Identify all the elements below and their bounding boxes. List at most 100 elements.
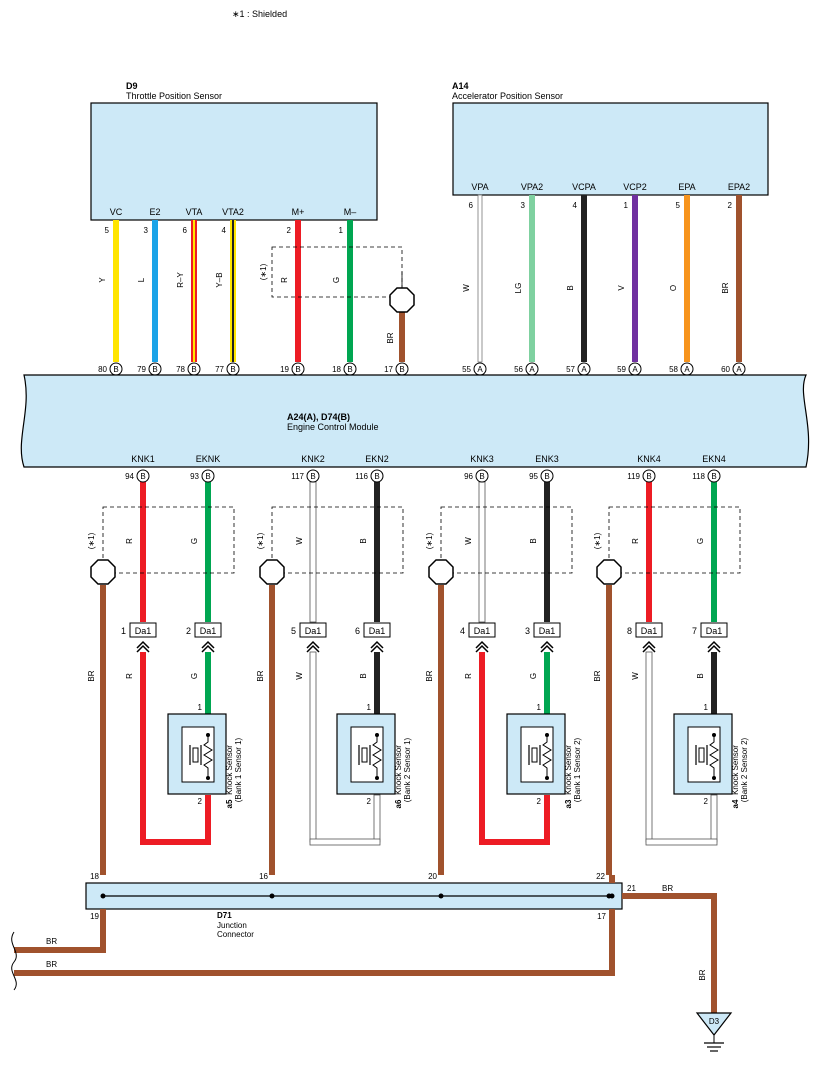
knock-chevron-b-0-0 <box>136 644 150 653</box>
knock-sig-upper-wire-1 <box>309 481 317 623</box>
knock-conn-sig-pin-3: 8 <box>627 626 632 636</box>
knock-sig-low-code-3: W <box>631 672 640 680</box>
knock-gnd-conn-2-letter: B <box>544 472 549 481</box>
knock-shield-label-1: (∗1) <box>256 532 265 549</box>
knock-shield-box-2 <box>440 506 573 574</box>
throttle-pin-label-2: VTA <box>186 207 203 217</box>
accel-wire-code-4: O <box>669 285 678 291</box>
knock-gnd-conn-3-letter: B <box>711 472 716 481</box>
knock-resistor-3 <box>709 735 719 778</box>
knock-sig-pin-1: 117 <box>291 472 304 481</box>
throttle-ecm-conn-3-letter: B <box>230 365 235 374</box>
throttle-pin-label-1: E2 <box>149 207 160 217</box>
accel-pin-label-2: VCPA <box>572 182 596 192</box>
knock-sig-conn-3-letter: B <box>646 472 651 481</box>
knock-conn-gnd-label-0: Da1 <box>200 626 217 636</box>
knock-sig-wire-code-1: W <box>295 537 304 545</box>
knock-gnd-conn-1-circle <box>370 469 384 483</box>
knock-sig-conn-2-letter: B <box>479 472 484 481</box>
accel-wire-code-0: W <box>462 284 471 292</box>
knock-conn-gnd-pin-2: 3 <box>525 626 530 636</box>
throttle-ecm-conn-0-letter: B <box>113 365 118 374</box>
knock-conn-sig-box-3 <box>635 622 663 638</box>
knock-sig-label-1: KNK2 <box>301 454 325 464</box>
knock-chevron-b-3-1 <box>707 644 721 653</box>
knock-sensor-id-3: a4 <box>731 799 740 808</box>
accel-ecm-pin-2: 57 <box>566 365 575 374</box>
junction-wire-19-code: BR <box>46 937 57 946</box>
throttle-pin-num-4: 2 <box>287 226 292 235</box>
junction-ground-wire <box>622 893 717 1013</box>
knock-chevron-b-1-1 <box>370 644 384 653</box>
knock-sig-conn-1-letter: B <box>310 472 315 481</box>
knock-sig-label-2: KNK3 <box>470 454 494 464</box>
knock-sig-label-3: KNK4 <box>637 454 661 464</box>
ground-point-id: D3 <box>709 1017 720 1026</box>
knock-chevron-a-1-1 <box>370 640 384 649</box>
knock-resistor-1 <box>372 735 382 778</box>
junction-name-2: Connector <box>217 930 254 939</box>
junction-wire-19 <box>14 909 106 953</box>
knock-gnd-label-2: ENK3 <box>535 454 559 464</box>
accel-ecm-conn-1-letter: A <box>529 365 535 374</box>
ge01-ecm-pin: 17 <box>384 365 393 374</box>
knock-chevron-a-0-1 <box>201 640 215 649</box>
accel-ecm-pin-4: 58 <box>669 365 678 374</box>
knock-sig-conn-2-circle <box>475 469 489 483</box>
knock-sig-pin-3: 119 <box>627 472 640 481</box>
knock-gnd-bottom-wire-1 <box>373 794 381 843</box>
knock-gnd-label-3: EKN4 <box>702 454 726 464</box>
accel-ecm-conn-2-letter: A <box>581 365 587 374</box>
ge01-conn-letter: B <box>399 365 404 374</box>
knock-sensor-desc-1: (Bank 2 Sensor 1) <box>403 737 412 802</box>
knock-gnd-low-code-2: G <box>529 673 538 679</box>
throttle-wire-code-5: G <box>332 277 341 283</box>
throttle-pin-num-1: 3 <box>144 226 149 235</box>
knock-conn-gnd-box-3 <box>700 622 728 638</box>
knock-chevron-b-1-0 <box>306 644 320 653</box>
knock-sensor-desc-2: (Bank 1 Sensor 2) <box>573 737 582 802</box>
accel-ecm-pin-3: 59 <box>617 365 626 374</box>
junction-id: D71 <box>217 911 232 920</box>
knock-sensor-name-1: Knock Sensor <box>394 745 403 795</box>
knock-sensor-pin-top-2: 1 <box>537 703 542 712</box>
knock-sensor-id-1: a6 <box>394 799 403 808</box>
knock-piezo-crystal-2 <box>531 747 538 763</box>
knock-shield-box-0 <box>102 506 235 574</box>
knock-conn-sig-box-2 <box>468 622 496 638</box>
knock-gnd-wire-code-3: G <box>696 538 705 544</box>
ground-wire-code: BR <box>698 969 707 980</box>
accel-pin-num-5: 2 <box>728 201 733 210</box>
knock-drain-code-0: BR <box>87 670 96 681</box>
knock-sensor-id-0: a5 <box>225 799 234 808</box>
knock-sig-low-code-0: R <box>125 673 134 679</box>
ge01-wire-code: BR <box>386 332 395 343</box>
knock-sensor-desc-3: (Bank 2 Sensor 2) <box>740 737 749 802</box>
wire-break-mark <box>11 931 17 991</box>
knock-sensor-id-2: a3 <box>564 799 573 808</box>
ground-point-triangle <box>695 1012 733 1036</box>
throttle-wire-code-2: R–Y <box>176 272 185 288</box>
knock-conn-sig-label-3: Da1 <box>641 626 658 636</box>
knock-conn-sig-box-1 <box>299 622 327 638</box>
knock-sig-upper-wire-2 <box>478 481 486 623</box>
knock-conn-sig-pin-1: 5 <box>291 626 296 636</box>
junction-node-1 <box>269 893 275 899</box>
knock-conn-gnd-box-0 <box>194 622 222 638</box>
knock-chevron-a-0-0 <box>136 640 150 649</box>
knock-sig-conn-1-circle <box>306 469 320 483</box>
throttle-shield-label: (∗1) <box>259 263 268 280</box>
knock-chevron-a-3-1 <box>707 640 721 649</box>
accel-pin-label-5: EPA2 <box>728 182 750 192</box>
knock-jc-pin-0: 18 <box>90 872 99 881</box>
knock-sig-conn-0-letter: B <box>140 472 145 481</box>
knock-drain-code-3: BR <box>593 670 602 681</box>
knock-gnd-pin-3: 118 <box>692 472 705 481</box>
accel-ecm-pin-5: 60 <box>721 365 730 374</box>
accel-wire-0 <box>477 194 483 363</box>
knock-sig-pin-0: 94 <box>125 472 134 481</box>
throttle-pin-num-0: 5 <box>105 226 110 235</box>
